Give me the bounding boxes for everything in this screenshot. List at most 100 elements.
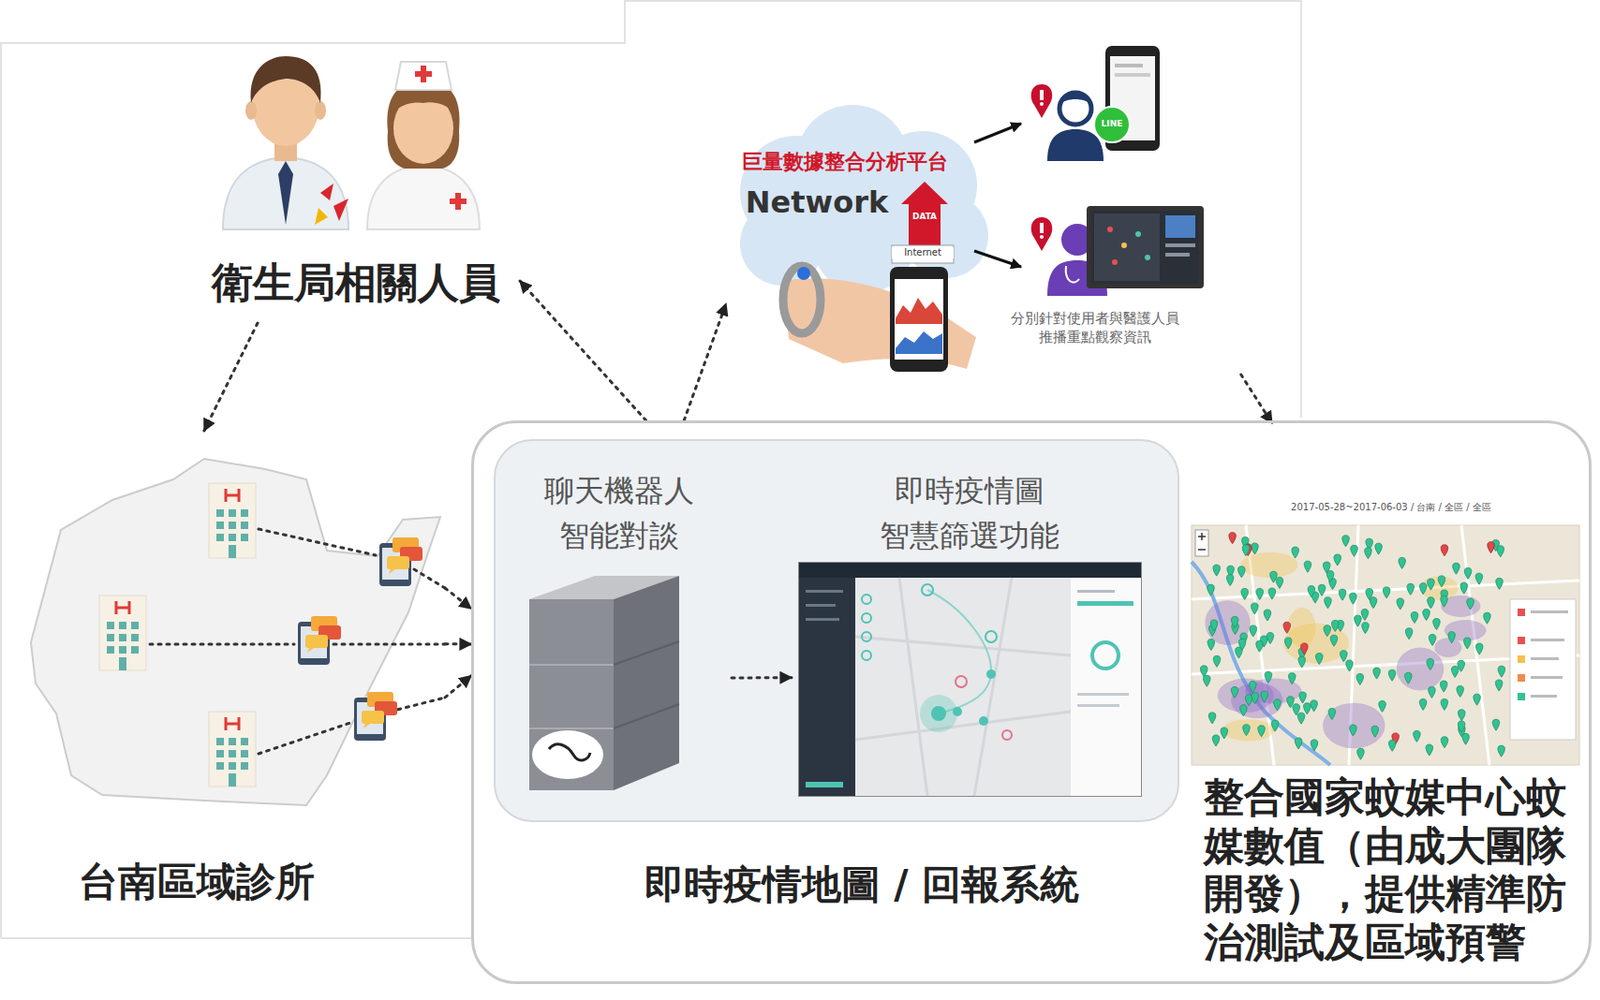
- description-text: 整合國家蚊媒中心蚊媒數值（由成大團隊開發），提供精準防治測試及區域預警: [1203, 773, 1579, 967]
- map-marker: [1365, 589, 1374, 601]
- staff-group: 衛生局相關人員: [192, 42, 520, 324]
- server-illustration: [548, 744, 591, 761]
- map-marker: [1495, 680, 1503, 692]
- module-heading: 聊天機器人 智能對談: [516, 468, 723, 559]
- map-marker: [1349, 725, 1358, 737]
- map-marker: [1243, 725, 1251, 737]
- user-icon: [1047, 129, 1104, 162]
- map-marker: [1268, 588, 1276, 600]
- map-marker: [1229, 533, 1237, 545]
- map-marker: [1256, 640, 1264, 652]
- map-marker: [1226, 575, 1234, 587]
- map-marker: [1354, 615, 1363, 627]
- platform-title: 巨量數據整合分析平台: [732, 149, 958, 175]
- map-marker: [1440, 595, 1449, 608]
- dashboard-screenshot: [952, 707, 963, 717]
- map-marker: [1362, 622, 1370, 635]
- user-icon: [1039, 102, 1044, 106]
- dashboard-screenshot: [1092, 642, 1119, 669]
- map-marker: [1388, 740, 1396, 752]
- staff-illustration: [251, 56, 322, 104]
- dashboard-screenshot: [805, 618, 840, 622]
- dashboard-screenshot: [1070, 577, 1141, 797]
- dashboard-screenshot: [1077, 693, 1129, 697]
- server-illustration: [529, 576, 680, 791]
- clinic-region: 台南區域診所: [18, 430, 445, 919]
- region-heading: 台南區域診所: [37, 859, 356, 906]
- wrist-illustration: [783, 266, 821, 334]
- map-marker: [1350, 545, 1359, 557]
- map-marker: [1452, 562, 1461, 575]
- map-marker: [1457, 660, 1466, 672]
- user-icon: [1114, 63, 1143, 68]
- map-marker: [1497, 745, 1506, 757]
- epidemic-map-box: 即時疫情圖 智慧篩選功能: [791, 468, 1148, 801]
- map-marker: [1496, 577, 1504, 590]
- dashboard-screenshot: [1002, 730, 1012, 741]
- staff-illustration: [386, 80, 460, 169]
- map-marker: [1340, 651, 1349, 663]
- doctor-icon: [1165, 243, 1196, 248]
- doctor-icon: [1107, 226, 1113, 233]
- chatbot-box: 聊天機器人 智能對談: [506, 468, 732, 797]
- map-date-range: 2017-05-28~2017-06-03 / 台南 / 全區 / 全區: [1208, 502, 1574, 514]
- map-marker: [1291, 547, 1300, 559]
- clinic-links: [149, 529, 445, 755]
- map-marker: [1428, 686, 1437, 698]
- heat-blob: [1222, 719, 1275, 741]
- map-marker: [1275, 577, 1284, 589]
- map-marker: [1433, 619, 1441, 631]
- background-frame: [0, 0, 1302, 939]
- server-illustration: [613, 576, 680, 791]
- doctor-icon: [1144, 254, 1151, 261]
- doctor-icon: [1039, 222, 1044, 234]
- map-marker: [1331, 620, 1339, 632]
- hospital-icons: [208, 711, 256, 787]
- doctor-icon: [1094, 213, 1160, 282]
- map-marker: [1208, 712, 1216, 725]
- map-marker: [1240, 705, 1248, 717]
- clinic-links: [389, 697, 445, 712]
- dashboard-screenshot: [805, 590, 844, 593]
- map-marker: [1294, 738, 1303, 750]
- map-marker: [1396, 598, 1405, 610]
- chat-phone-icons: [379, 537, 423, 587]
- map-marker: [1373, 667, 1381, 680]
- map-marker: [1249, 681, 1258, 693]
- connector-group: [204, 281, 1273, 698]
- dotted-connector: [731, 676, 792, 680]
- staff-illustration: [278, 161, 294, 225]
- tainan-map-outline: [30, 459, 441, 806]
- mosquito-heat-map: [1530, 638, 1565, 642]
- network-text: Network: [737, 184, 897, 221]
- staff-illustration: [414, 71, 432, 77]
- server-illustration: [529, 599, 614, 791]
- hospital-icons: [208, 483, 256, 559]
- staff-illustration: [367, 164, 480, 230]
- map-marker: [1361, 608, 1369, 621]
- map-marker: [1346, 660, 1354, 672]
- staff-illustration: [449, 198, 467, 205]
- dotted-connector: [204, 323, 258, 431]
- doctor-icon: [1066, 266, 1080, 283]
- map-marker: [1260, 691, 1269, 703]
- group-heading: 衛生局相關人員: [201, 258, 511, 309]
- map-marker: [1258, 725, 1266, 738]
- hospital-icons: [99, 483, 256, 787]
- chat-phone-icons: [297, 616, 341, 666]
- mosquito-heat-map: [1195, 530, 1209, 557]
- staff-illustration: [222, 157, 349, 230]
- background-frame: [0, 937, 472, 940]
- mosquito-heat-map: [1191, 525, 1580, 766]
- map-marker: [1299, 692, 1307, 704]
- dashboard-screenshot: [861, 613, 872, 623]
- dashboard-screenshot: [919, 695, 958, 733]
- map-marker: [1440, 737, 1449, 749]
- map-marker: [1371, 725, 1379, 738]
- doctor-icon: [1031, 206, 1204, 297]
- mosquito-heat-map: [1191, 562, 1331, 766]
- server-illustration: [529, 727, 614, 730]
- map-marker: [1210, 620, 1218, 632]
- map-marker: [1378, 700, 1387, 712]
- map-marker: [1475, 643, 1483, 655]
